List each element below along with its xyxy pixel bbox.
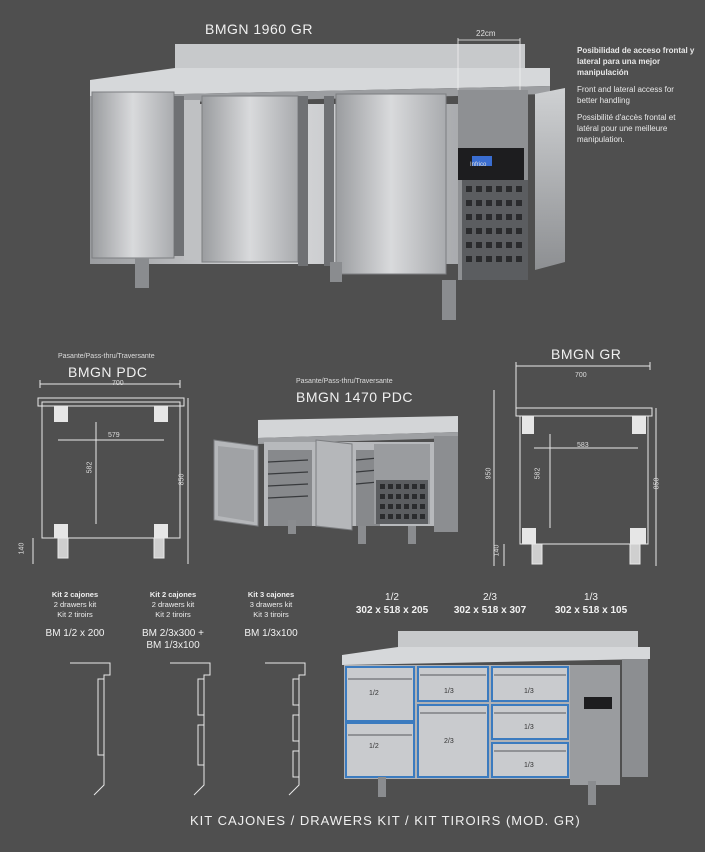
gr-inner-height-label: 582 bbox=[534, 467, 542, 480]
drawer-rail-profiles bbox=[70, 662, 306, 796]
spec-two-third: 2/3 302 x 518 x 307 bbox=[450, 591, 530, 617]
drawer-label-third-b: 1/3 bbox=[524, 688, 534, 695]
pdc-section-drawing bbox=[32, 380, 189, 564]
kit-1: Kit 2 cajones 2 drawers kit Kit 2 tiroir… bbox=[30, 590, 120, 640]
drawer-label-third-c: 1/3 bbox=[524, 724, 534, 731]
kit-2-fr: Kit 2 tiroirs bbox=[155, 610, 191, 619]
pdc-inner-width-label: 579 bbox=[108, 432, 120, 439]
kit-2-en: 2 drawers kit bbox=[151, 600, 195, 609]
kit-3-en: 3 drawers kit bbox=[249, 600, 293, 609]
access-text-en: Front and lateral access for better hand… bbox=[577, 85, 674, 105]
drawer-label-two-third: 2/3 bbox=[444, 738, 454, 745]
gr-inner-width-label: 583 bbox=[577, 442, 589, 449]
pdc-height-label: 850 bbox=[178, 473, 186, 486]
pdc-inner-height-label: 582 bbox=[86, 461, 94, 474]
kit-2: Kit 2 cajones 2 drawers kit Kit 2 tiroir… bbox=[128, 590, 218, 652]
spec-third-dims: 302 x 518 x 105 bbox=[554, 605, 628, 616]
gr-depth-label: 950 bbox=[485, 467, 493, 480]
drawer-label-third-a: 1/3 bbox=[444, 688, 454, 695]
footer-caption: KIT CAJONES / DRAWERS KIT / KIT TIROIRS … bbox=[190, 813, 581, 828]
spec-two-third-dims: 302 x 518 x 307 bbox=[453, 605, 527, 616]
top-model-title: BMGN 1960 GR bbox=[205, 21, 313, 37]
gr-width-label: 700 bbox=[575, 372, 587, 379]
spec-third: 1/3 302 x 518 x 105 bbox=[551, 591, 631, 617]
kit-2-model-2: BM 1/3x100 bbox=[146, 640, 200, 651]
kit-2-model: BM 2/3x300 + bbox=[142, 628, 204, 639]
access-text-es: Posibilidad de acceso frontal y lateral … bbox=[577, 46, 695, 77]
access-description: Posibilidad de acceso frontal y lateral … bbox=[577, 45, 695, 151]
gr-model-title: BMGN GR bbox=[551, 346, 622, 362]
drawer-label-third-d: 1/3 bbox=[524, 762, 534, 769]
kit-3-fr: Kit 3 tiroirs bbox=[253, 610, 289, 619]
kit-3: Kit 3 cajones 3 drawers kit Kit 3 tiroir… bbox=[226, 590, 316, 640]
pdc-model-title: BMGN PDC bbox=[68, 364, 148, 380]
pdc-pass-label: Pasante/Pass-thru/Traversante bbox=[58, 353, 155, 360]
spec-third-frac: 1/3 bbox=[584, 592, 598, 603]
gr-leg-label: 140 bbox=[493, 544, 501, 557]
kit-1-en: 2 drawers kit bbox=[53, 600, 97, 609]
counter-3-door-illustration bbox=[90, 38, 565, 320]
drawer-label-half-top: 1/2 bbox=[369, 690, 379, 697]
gr-section-drawing bbox=[493, 362, 657, 566]
spec-two-third-frac: 2/3 bbox=[483, 592, 497, 603]
kit-1-fr: Kit 2 tiroirs bbox=[57, 610, 93, 619]
brand-logo-text: Infrico bbox=[470, 162, 487, 168]
top-dimension-label: 22cm bbox=[476, 29, 496, 38]
drawer-label-half-bottom: 1/2 bbox=[369, 743, 379, 750]
kit-2-es: Kit 2 cajones bbox=[149, 590, 197, 599]
pdc-leg-label: 140 bbox=[18, 542, 26, 555]
spec-half-frac: 1/2 bbox=[385, 592, 399, 603]
pdc1470-illustration bbox=[213, 416, 458, 544]
drawer-counter-illustration bbox=[342, 631, 650, 805]
kit-1-model: BM 1/2 x 200 bbox=[45, 628, 105, 639]
spec-half-dims: 302 x 518 x 205 bbox=[355, 605, 429, 616]
access-text-fr: Possibilité d'accès frontal et latéral p… bbox=[577, 113, 676, 144]
spec-half: 1/2 302 x 518 x 205 bbox=[352, 591, 432, 617]
gr-height-label: 850 bbox=[653, 477, 661, 490]
kit-3-model: BM 1/3x100 bbox=[244, 628, 298, 639]
pdc-width-label: 700 bbox=[112, 380, 124, 387]
kit-3-es: Kit 3 cajones bbox=[247, 590, 295, 599]
pdc1470-pass-label: Pasante/Pass-thru/Traversante bbox=[296, 378, 393, 385]
pdc1470-model-title: BMGN 1470 PDC bbox=[296, 389, 413, 405]
kit-1-es: Kit 2 cajones bbox=[51, 590, 99, 599]
